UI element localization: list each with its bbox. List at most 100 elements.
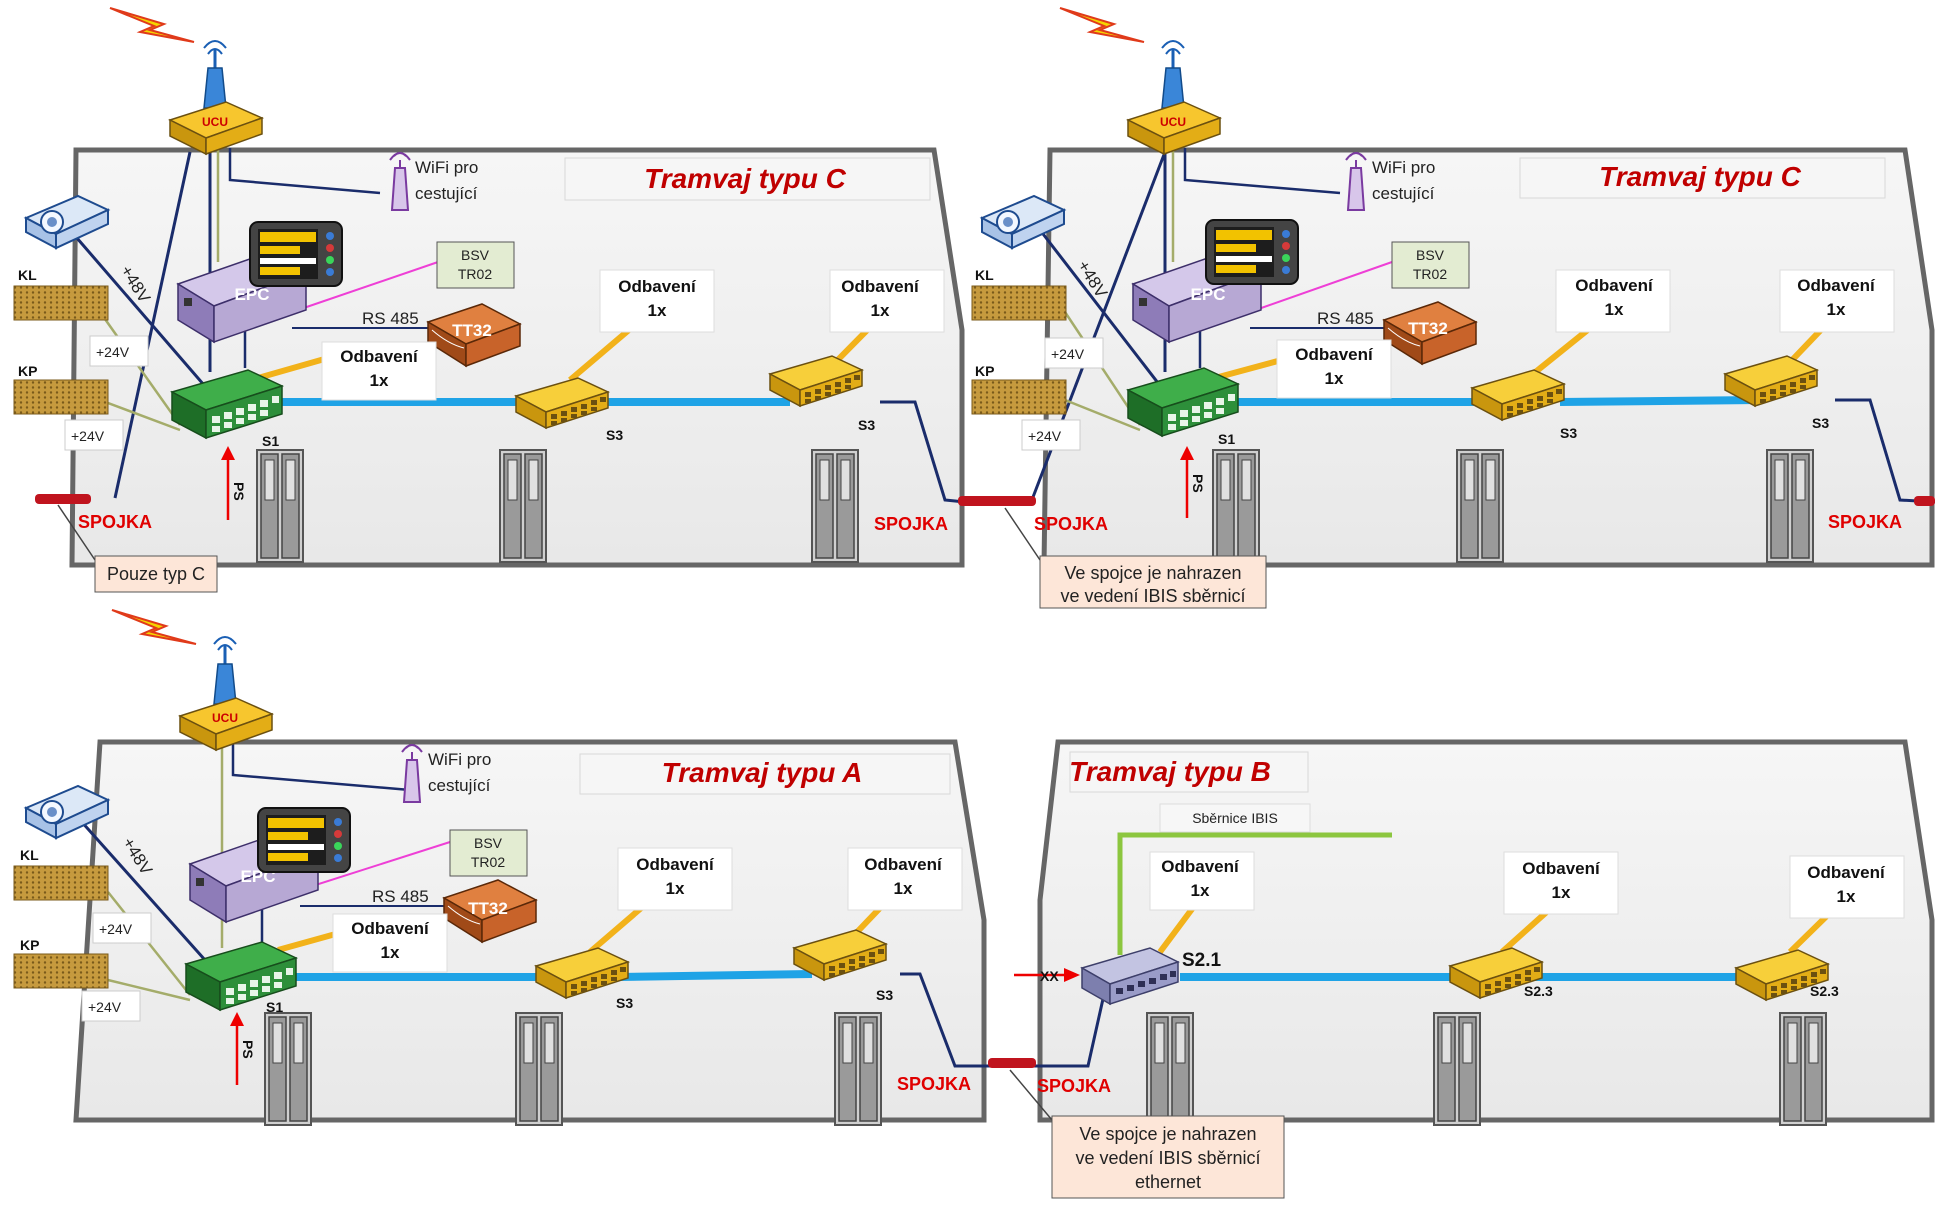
wifi-label-line1: WiFi pro: [415, 158, 478, 177]
ethernet-backbone: [618, 974, 812, 977]
odbaveni-label: Odbavení: [864, 855, 943, 874]
spojka-label: SPOJKA: [1037, 1076, 1111, 1096]
odbaveni-label: Odbavení: [636, 855, 715, 874]
odbaveni-count: 1x: [1325, 369, 1344, 388]
ucu-label: UCU: [202, 115, 228, 129]
tt32-label: TT32: [468, 899, 508, 918]
callout-text-line1: Ve spojce je nahrazen: [1064, 563, 1241, 583]
door-icon: [516, 1013, 562, 1125]
v24-label-a: +24V: [99, 921, 133, 937]
door-icon: [1457, 450, 1503, 562]
callout-text-line2: ve vedení IBIS sběrnicí: [1060, 586, 1245, 606]
panel-title: Tramvaj typu C: [644, 163, 847, 194]
panel-bottom-left: Tramvaj typu A UCU WiFi pro cestující EP…: [14, 610, 1000, 1125]
odbaveni-count: 1x: [1191, 881, 1210, 900]
rs485-label: RS 485: [1317, 309, 1374, 328]
ibis-label: Sběrnice IBIS: [1192, 810, 1278, 826]
s3-label: S3: [1560, 425, 1577, 441]
rs485-label: RS 485: [372, 887, 429, 906]
kp-display-icon: [972, 380, 1066, 414]
odbaveni-count: 1x: [370, 371, 389, 390]
kl-display-icon: [14, 866, 108, 900]
kl-label: KL: [975, 267, 994, 283]
driver-display-icon: [1206, 220, 1298, 284]
s3-label: S3: [858, 417, 875, 433]
tt32-label: TT32: [452, 321, 492, 340]
odbaveni-count: 1x: [666, 879, 685, 898]
coupler-icon: [1914, 496, 1935, 506]
s1-label: S1: [262, 433, 279, 449]
door-icon: [500, 450, 546, 562]
driver-display-icon: [250, 222, 342, 286]
odbaveni-label: Odbavení: [1522, 859, 1601, 878]
door-icon: [265, 1013, 311, 1125]
ps-label: PS: [240, 1040, 256, 1059]
spojka-label: SPOJKA: [1828, 512, 1902, 532]
kl-label: KL: [18, 267, 37, 283]
spojka-label: SPOJKA: [78, 512, 152, 532]
wifi-label-line1: WiFi pro: [428, 750, 491, 769]
xx-label: XX: [1040, 968, 1059, 984]
odbaveni-label: Odbavení: [841, 277, 920, 296]
s3-label: S3: [606, 427, 623, 443]
s1-label: S1: [1218, 431, 1235, 447]
ps-label: PS: [231, 482, 247, 501]
panel-top-left: Tramvaj typu C UCU WiFi pro cestující EP…: [14, 8, 965, 592]
odbaveni-label: Odbavení: [340, 347, 419, 366]
v24-label-b: +24V: [1028, 428, 1062, 444]
callout-text-line1: Ve spojce je nahrazen: [1079, 1124, 1256, 1144]
coupler-icon: [35, 494, 91, 504]
kp-label: KP: [975, 363, 994, 379]
epc-label: EPC: [1191, 285, 1226, 304]
coupler-icon: [988, 1058, 1036, 1068]
spojka-label: SPOJKA: [1034, 514, 1108, 534]
kl-display-icon: [14, 286, 108, 320]
s23-label: S2.3: [1810, 983, 1839, 999]
ps-label: PS: [1190, 474, 1206, 493]
driver-display-icon: [258, 808, 350, 872]
kp-display-icon: [14, 380, 108, 414]
panel-title: Tramvaj typu B: [1069, 756, 1271, 787]
wifi-label-line2: cestující: [428, 776, 491, 795]
odbaveni-count: 1x: [894, 879, 913, 898]
v24-label-a: +24V: [96, 344, 130, 360]
odbaveni-label: Odbavení: [618, 277, 697, 296]
wireless-signal-icon: [1060, 8, 1144, 42]
ucu-label: UCU: [212, 711, 238, 725]
v24-label-b: +24V: [71, 428, 105, 444]
wifi-label-line1: WiFi pro: [1372, 158, 1435, 177]
panel-bottom-right: Tramvaj typu B Sběrnice IBIS Odbavení 1x…: [988, 742, 1932, 1198]
rs485-label: RS 485: [362, 309, 419, 328]
ucu-router-icon: [170, 41, 262, 154]
bsv-label-line2: TR02: [1413, 266, 1447, 282]
odbaveni-label: Odbavení: [1807, 863, 1886, 882]
door-icon: [257, 450, 303, 562]
bsv-label-line2: TR02: [471, 854, 505, 870]
odbaveni-count: 1x: [1605, 300, 1624, 319]
wifi-label-line2: cestující: [415, 184, 478, 203]
ucu-label: UCU: [1160, 115, 1186, 129]
wifi-label-line2: cestující: [1372, 184, 1435, 203]
door-icon: [812, 450, 858, 562]
ethernet-backbone: [1560, 400, 1760, 402]
bsv-label-line1: BSV: [474, 835, 503, 851]
odbaveni-count: 1x: [648, 301, 667, 320]
tt32-label: TT32: [1408, 319, 1448, 338]
s3-label: S3: [876, 987, 893, 1003]
bsv-label-line1: BSV: [1416, 247, 1445, 263]
callout-text-line3: ethernet: [1135, 1172, 1201, 1192]
door-icon: [835, 1013, 881, 1125]
odbaveni-label: Odbavení: [1295, 345, 1374, 364]
odbaveni-count: 1x: [1552, 883, 1571, 902]
panel-title: Tramvaj typu A: [662, 757, 863, 788]
door-icon: [1780, 1013, 1826, 1125]
wireless-signal-icon: [112, 610, 196, 644]
door-icon: [1213, 450, 1259, 562]
ucu-router-icon: [1128, 41, 1220, 154]
epc-label: EPC: [235, 285, 270, 304]
kl-label: KL: [20, 847, 39, 863]
panel-top-right: Tramvaj typu C UCU WiFi pro cestující EP…: [958, 8, 1935, 608]
ucu-router-icon: [180, 637, 272, 750]
odbaveni-label: Odbavení: [1575, 276, 1654, 295]
panel-title: Tramvaj typu C: [1599, 161, 1802, 192]
